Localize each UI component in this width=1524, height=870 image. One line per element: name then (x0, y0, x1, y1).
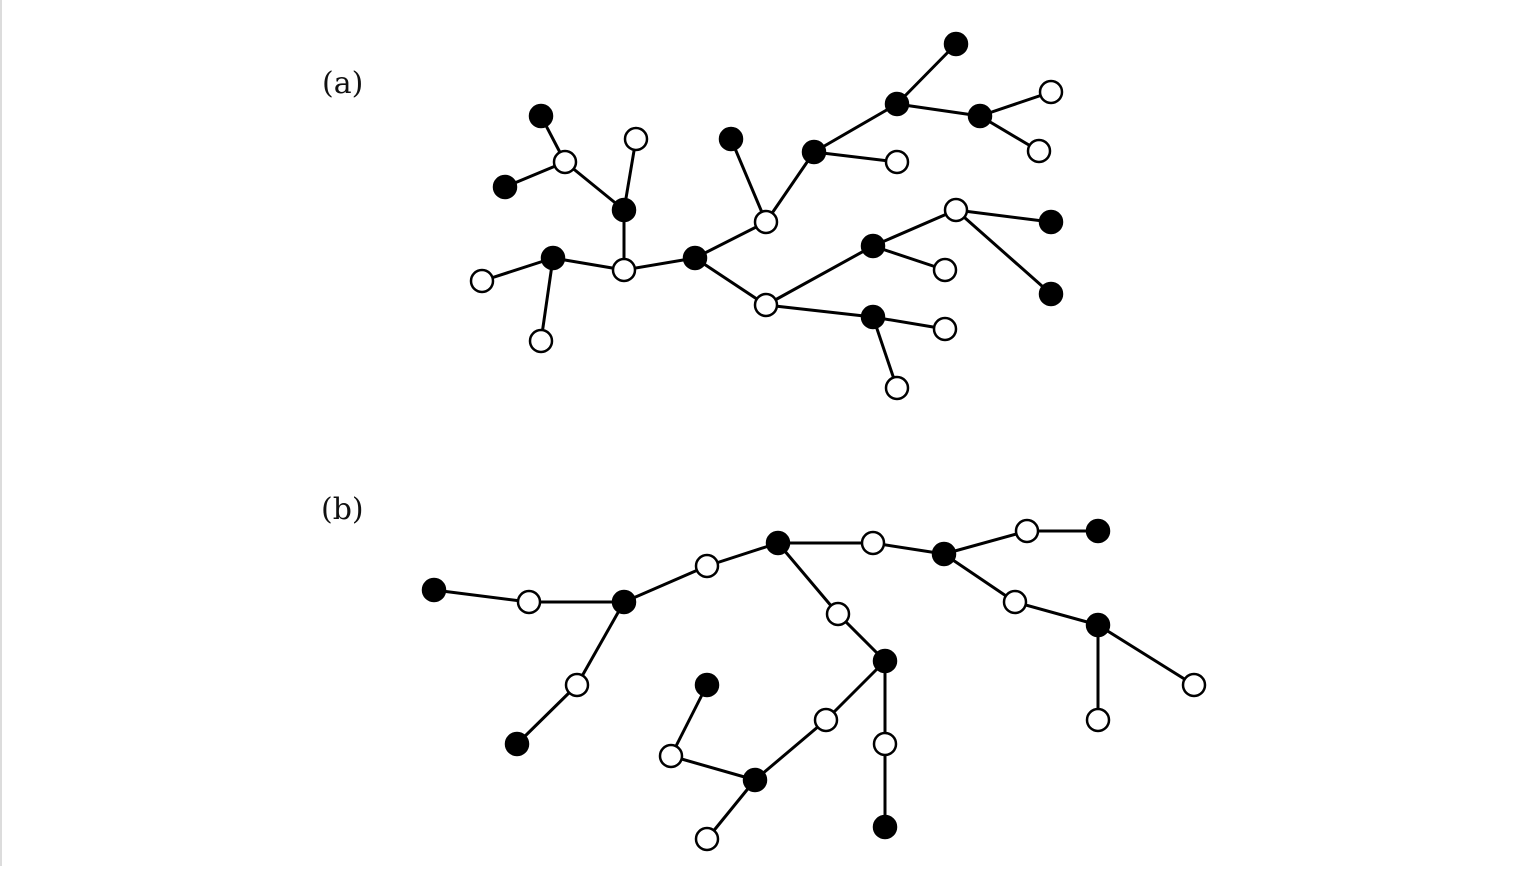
edge-b10-b23 (1097, 623, 1195, 687)
filled-node-a3 (528, 103, 554, 129)
edge-b5-b15 (776, 542, 840, 615)
filled-node-a10 (682, 245, 708, 271)
edge-b1-b2 (433, 588, 530, 604)
filled-node-a14 (801, 139, 827, 165)
open-node-a28 (932, 316, 958, 342)
edge-a14-a15 (813, 150, 898, 164)
open-node-b4 (694, 553, 720, 579)
open-node-a6 (469, 268, 495, 294)
open-node-b9 (1014, 518, 1040, 544)
open-node-a8 (528, 328, 554, 354)
edge-b4-b5 (706, 541, 779, 568)
edge-a22-a29 (872, 244, 946, 272)
filled-node-b14 (872, 648, 898, 674)
open-node-b16 (813, 707, 839, 733)
filled-node-b17 (742, 767, 768, 793)
edge-b7-b9 (943, 529, 1028, 556)
edge-a24-a26 (955, 208, 1052, 296)
open-node-b22 (872, 731, 898, 757)
open-node-a29 (932, 257, 958, 283)
edge-a16-a19 (895, 42, 958, 106)
edge-b17-b18 (670, 754, 756, 782)
filled-node-b8 (1085, 518, 1111, 544)
filled-node-b3 (611, 589, 637, 615)
filled-node-a1 (492, 174, 518, 200)
left-border (0, 0, 2, 866)
open-node-a20 (1038, 79, 1064, 105)
filled-node-a19 (943, 31, 969, 57)
open-node-b15 (825, 601, 851, 627)
edge-a18-a20 (979, 90, 1052, 118)
filled-node-b21 (872, 814, 898, 840)
open-node-a15 (884, 149, 910, 175)
filled-node-a7 (540, 245, 566, 271)
edge-b3-b4 (623, 564, 708, 604)
edge-a10-a13 (694, 220, 767, 260)
filled-node-b7 (931, 541, 957, 567)
edge-b18-b19 (669, 684, 709, 757)
filled-node-b10 (1085, 612, 1111, 638)
filled-node-a26 (1038, 281, 1064, 307)
open-node-a4 (623, 126, 649, 152)
edge-a24-a25 (955, 208, 1052, 224)
edge-b17-b20 (705, 779, 757, 840)
filled-node-a25 (1038, 209, 1064, 235)
edge-a7-a8 (539, 257, 555, 342)
open-node-b11 (1002, 589, 1028, 615)
filled-node-a18 (967, 103, 993, 129)
open-node-a23 (753, 292, 779, 318)
filled-node-a27 (860, 304, 886, 330)
edge-a27-a29b (871, 316, 899, 389)
edge-b16-b17 (754, 718, 827, 782)
edge-a11-a13 (729, 138, 768, 223)
filled-node-b1 (421, 577, 447, 603)
open-node-a13 (753, 209, 779, 235)
edge-a13-a14 (764, 151, 816, 223)
filled-node-a22 (860, 233, 886, 259)
filled-node-a11 (718, 126, 744, 152)
filled-node-a5 (611, 197, 637, 223)
open-node-a24 (943, 197, 969, 223)
open-node-b23 (1181, 672, 1207, 698)
open-node-a9 (611, 257, 637, 283)
edge-a23-a22 (765, 244, 874, 307)
edge-a23-a27 (765, 303, 874, 319)
edge-b3-b13 (575, 601, 626, 686)
open-node-b2 (516, 589, 542, 615)
panel-label-a: (a) (322, 66, 363, 101)
edge-b14-b16 (824, 659, 887, 722)
filled-node-b5 (765, 530, 791, 556)
open-node-a2 (552, 149, 578, 175)
edge-a6-a7 (481, 256, 554, 283)
panel-label-b: (b) (321, 492, 364, 527)
open-node-a21 (1026, 138, 1052, 164)
open-node-b13 (564, 672, 590, 698)
open-node-b18 (658, 743, 684, 769)
edge-b13-b12 (515, 683, 579, 746)
filled-node-b19 (694, 672, 720, 698)
edge-a16-a18 (896, 102, 981, 118)
edge-a2-a5 (564, 160, 625, 212)
edge-b7-b11 (943, 552, 1016, 604)
edge-a22-a24 (872, 208, 957, 248)
edge-a10-a23 (694, 256, 767, 307)
filled-node-a16 (884, 91, 910, 117)
open-node-b6 (860, 530, 886, 556)
open-node-b20 (694, 826, 720, 852)
open-node-a29b (884, 375, 910, 401)
edge-a14-a16 (813, 102, 898, 154)
nodes-layer (421, 31, 1207, 852)
edges-layer (433, 42, 1195, 840)
filled-node-b12 (504, 731, 530, 757)
edge-b11-b10 (1014, 600, 1099, 627)
open-node-b24 (1085, 707, 1111, 733)
